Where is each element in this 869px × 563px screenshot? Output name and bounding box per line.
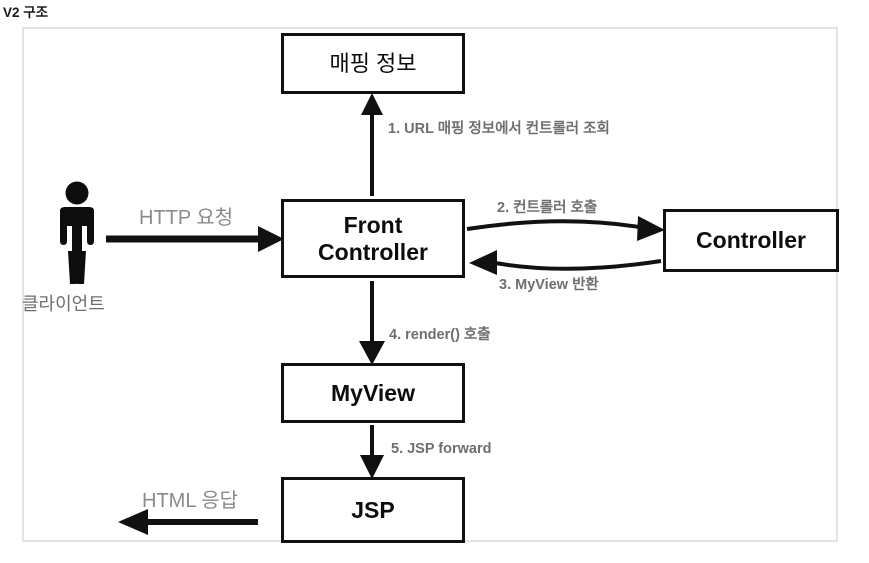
edge-label-step-1: 1. URL 매핑 정보에서 컨트롤러 조회 [388, 121, 610, 137]
edge-label-step-3: 3. MyView 반환 [499, 277, 599, 293]
page-title: V2 구조 [3, 5, 49, 20]
node-controller[interactable]: Controller [663, 209, 839, 272]
node-mapping-info[interactable]: 매핑 정보 [281, 33, 465, 94]
edge-label-step-4: 4. render() 호출 [389, 327, 491, 343]
node-jsp[interactable]: JSP [281, 477, 465, 543]
person-icon [60, 181, 94, 284]
edge-label-html-response: HTML 응답 [142, 490, 239, 512]
edge-label-http-request: HTTP 요청 [139, 207, 234, 229]
edge-label-step-5: 5. JSP forward [391, 441, 492, 457]
node-myview[interactable]: MyView [281, 363, 465, 423]
diagram-frame [22, 27, 838, 542]
actor-label-client: 클라이언트 [22, 294, 105, 314]
edge-label-step-2: 2. 컨트롤러 호출 [497, 200, 598, 216]
